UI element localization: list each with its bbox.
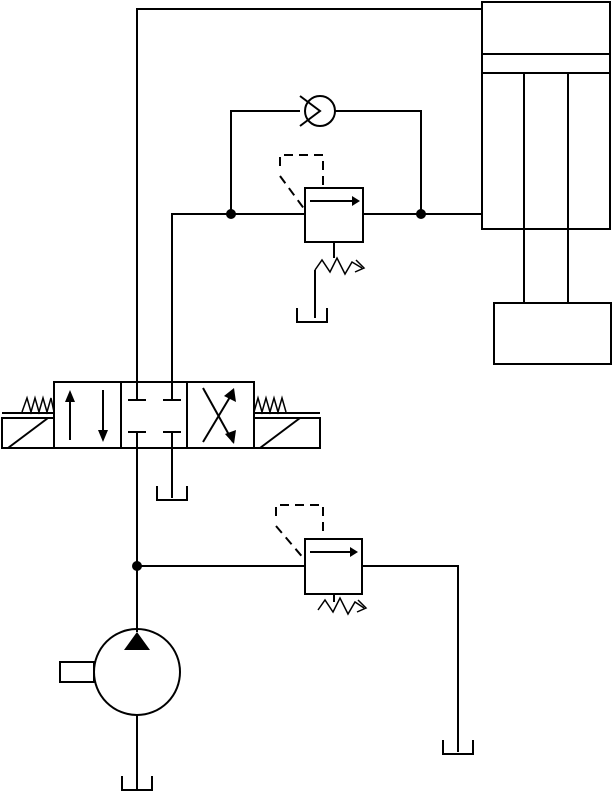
tank-icon [121, 776, 153, 791]
pilot-line [275, 504, 324, 536]
pressure-line [132, 448, 305, 632]
tank-icon [296, 308, 328, 323]
directional-control-valve [1, 381, 321, 449]
crossed-flow-envelope [202, 387, 236, 444]
spring-icon [317, 596, 368, 616]
piston-rod [523, 73, 569, 303]
tank-icon [442, 740, 474, 755]
spring-left-icon [21, 395, 55, 415]
spring-icon [314, 256, 366, 276]
solenoid-right-icon [253, 417, 321, 449]
check-valve [230, 95, 422, 214]
spring-right-icon [253, 395, 287, 415]
solenoid-left-icon [1, 417, 55, 449]
hydraulic-cylinder [481, 1, 611, 303]
junction-dot [132, 561, 142, 571]
tank-icon [156, 486, 188, 501]
line-dcv-to-cylinder-rod [171, 209, 482, 392]
relief-valve [275, 504, 459, 752]
load-block [493, 302, 612, 365]
blocked-centre-envelope [128, 382, 181, 448]
pilot-line [279, 154, 324, 185]
line-dcv-to-cylinder-top [136, 8, 482, 392]
parallel-flow-envelope [65, 390, 108, 442]
pump-icon [59, 628, 181, 790]
sequence-valve [279, 154, 366, 318]
